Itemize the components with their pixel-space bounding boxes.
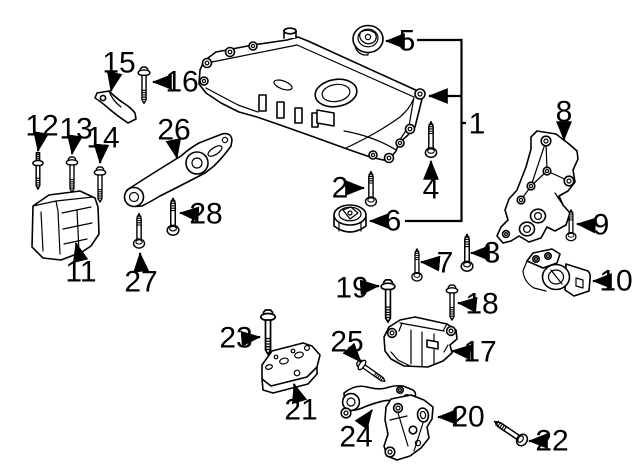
callout-19-leader xyxy=(359,279,380,296)
part-13-bolt xyxy=(65,156,79,193)
part-20-mount-bracket xyxy=(383,394,434,461)
callout-15-number: 15 xyxy=(102,47,135,80)
callout-25-leader xyxy=(342,342,362,363)
part-21-spacer-bracket xyxy=(261,342,321,394)
part-6-bushing xyxy=(333,204,367,233)
callout-23-number: 23 xyxy=(219,322,252,355)
callout-23-leader xyxy=(240,330,261,347)
callout-13: 13 xyxy=(59,113,93,155)
part-1-subframe xyxy=(198,27,426,164)
callout-17-leader xyxy=(451,344,472,361)
callout-13-number: 13 xyxy=(59,113,92,146)
callout-20: 20 xyxy=(437,401,485,434)
callout-4: 4 xyxy=(423,160,440,206)
callout-4-number: 4 xyxy=(423,173,440,206)
part-4-bolt xyxy=(424,120,438,159)
callout-12-leader xyxy=(33,131,49,152)
part-19-bolt xyxy=(380,279,396,324)
callout-18: 18 xyxy=(457,288,499,321)
callout-21-number: 21 xyxy=(284,394,317,427)
callout-25: 25 xyxy=(330,326,364,363)
callout-24-leader xyxy=(354,409,373,430)
callout-14: 14 xyxy=(86,122,120,164)
part-2-bolt xyxy=(364,170,378,207)
callout-7-number: 7 xyxy=(437,247,454,280)
callout-10: 10 xyxy=(592,265,633,298)
part-11-engine-mount xyxy=(31,190,100,261)
callout-20-number: 20 xyxy=(451,401,484,434)
callout-19-number: 19 xyxy=(335,272,368,305)
callout-11-leader xyxy=(72,242,89,264)
callout-27-leader xyxy=(133,252,150,273)
callout-22-number: 22 xyxy=(535,425,568,458)
callout-26: 26 xyxy=(157,114,191,159)
part-8-support-bracket xyxy=(496,130,579,244)
callout-3: 3 xyxy=(470,237,501,270)
callout-24-number: 24 xyxy=(339,421,372,454)
callout-10-number: 10 xyxy=(599,265,632,298)
callout-1-bracket xyxy=(405,38,466,223)
part-7-bolt xyxy=(411,248,423,282)
callout-17: 17 xyxy=(451,336,497,369)
callout-11: 11 xyxy=(65,242,97,289)
callout-6: 6 xyxy=(369,205,402,238)
callout-11-number: 11 xyxy=(65,256,96,289)
callout-9-number: 9 xyxy=(593,209,610,242)
callout-21-leader xyxy=(291,383,308,405)
callout-9-leader xyxy=(576,217,597,234)
callout-22: 22 xyxy=(528,425,569,458)
callout-7-leader xyxy=(420,255,441,272)
part-26-torque-arm xyxy=(123,132,233,208)
callout-26-number: 26 xyxy=(157,114,190,147)
callout-27-number: 27 xyxy=(124,266,157,299)
callout-28-leader xyxy=(179,206,200,223)
callout-15-leader xyxy=(106,71,123,92)
callout-13-leader xyxy=(67,134,83,155)
callout-8: 8 xyxy=(556,96,573,141)
callout-25-number: 25 xyxy=(330,326,363,359)
callout-16: 16 xyxy=(152,66,199,99)
callout-9: 9 xyxy=(576,209,610,242)
callout-28-number: 28 xyxy=(189,198,222,231)
callout-27: 27 xyxy=(124,252,158,299)
callout-2-number: 2 xyxy=(332,172,349,205)
callout-7: 7 xyxy=(420,247,454,280)
callout-1-number: 1 xyxy=(469,108,486,141)
callout-17-number: 17 xyxy=(463,336,496,369)
callout-8-number: 8 xyxy=(556,96,573,129)
callout-18-leader xyxy=(457,296,478,313)
part-17-transmission-mount xyxy=(383,316,458,368)
part-16-bolt xyxy=(137,66,151,105)
callout-5: 5 xyxy=(385,25,416,58)
callout-5-number: 5 xyxy=(399,25,416,58)
part-27-bolt xyxy=(132,212,146,249)
part-12-stud xyxy=(32,152,44,190)
callout-16-number: 16 xyxy=(165,66,198,99)
part-28-bolt xyxy=(166,197,180,236)
callout-19: 19 xyxy=(335,272,380,305)
callout-24: 24 xyxy=(339,409,373,454)
callout-6-number: 6 xyxy=(385,205,402,238)
part-22-bolt xyxy=(490,415,531,449)
part-18-bolt xyxy=(445,284,459,321)
callout-28: 28 xyxy=(179,198,223,231)
callout-3-number: 3 xyxy=(484,237,501,270)
part-14-bolt xyxy=(93,166,107,203)
callout-14-number: 14 xyxy=(86,122,119,155)
callout-12: 12 xyxy=(25,110,59,152)
part-5-bushing xyxy=(352,24,384,56)
callout-1: 1 xyxy=(405,38,486,223)
callout-15: 15 xyxy=(102,47,136,92)
callout-18-number: 18 xyxy=(465,288,498,321)
callout-23: 23 xyxy=(219,322,261,355)
part-15-bracket xyxy=(94,90,137,124)
callout-14-leader xyxy=(93,143,110,164)
callout-21: 21 xyxy=(284,383,318,427)
callout-26-leader xyxy=(165,138,182,159)
part-23-bolt xyxy=(259,309,277,356)
callout-2: 2 xyxy=(332,172,365,205)
callout-12-number: 12 xyxy=(25,110,58,143)
part-10-mount-bracket xyxy=(522,248,592,297)
